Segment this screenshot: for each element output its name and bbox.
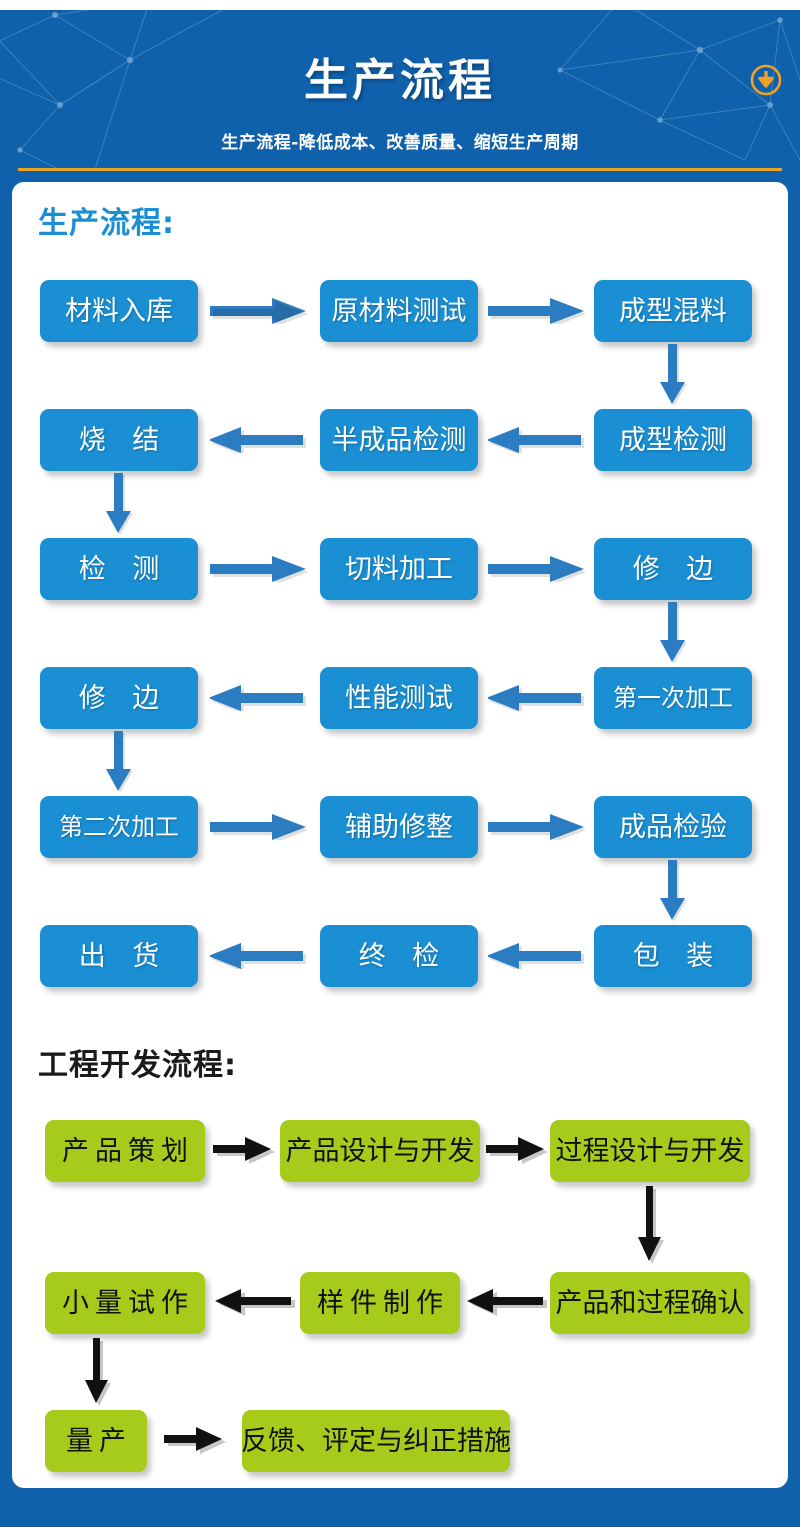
flow-node-material-inbound[interactable]: 材料入库 <box>40 280 198 342</box>
arrow-left-r4c2 <box>488 685 586 711</box>
flow-node-raw-material-test[interactable]: 原材料测试 <box>320 280 478 342</box>
arrow-down-col3-r3 <box>657 602 689 665</box>
network-pattern-decoration <box>0 10 800 170</box>
arrow-right-eng-r1c1 <box>213 1137 275 1165</box>
flow-node-trimming-2[interactable]: 修 边 <box>40 667 198 729</box>
flow-node-forming-insp[interactable]: 成型检测 <box>594 409 752 471</box>
arrow-left-eng-r2c2 <box>467 1289 547 1317</box>
arrow-down-col3-r5 <box>657 860 689 923</box>
arrow-down-col3-r1 <box>657 344 689 407</box>
arrow-right-r5c2 <box>488 814 586 840</box>
header-divider-rule <box>18 168 782 171</box>
page-title: 生产流程 <box>304 55 496 106</box>
arrow-down-eng-col3 <box>635 1186 667 1266</box>
eng-node-process-design-dev[interactable]: 过程设计与开发 <box>550 1120 750 1182</box>
arrow-right-r1c2 <box>488 298 586 324</box>
download-circle-icon[interactable] <box>748 62 784 98</box>
arrow-left-eng-r2c1 <box>215 1289 295 1317</box>
flow-node-trimming-1[interactable]: 修 边 <box>594 538 752 600</box>
page-header: 生产流程 生产流程-降低成本、改善质量、缩短生产周期 <box>0 10 800 170</box>
arrow-right-eng-r1c2 <box>486 1137 548 1165</box>
arrow-down-eng-col1 <box>82 1338 114 1408</box>
flow-node-first-machining[interactable]: 第一次加工 <box>594 667 752 729</box>
flow-node-shipment[interactable]: 出 货 <box>40 925 198 987</box>
arrow-right-eng-r3c1 <box>164 1427 226 1455</box>
arrow-down-col1-r4 <box>103 731 135 794</box>
content-card: 生产流程: 材料入库 原材料测试 成型混料 烧 结 半成品检测 成型检测 检 测… <box>12 182 788 1488</box>
flow-node-packaging[interactable]: 包 装 <box>594 925 752 987</box>
flow-node-second-machining[interactable]: 第二次加工 <box>40 796 198 858</box>
flow-node-final-check[interactable]: 终 检 <box>320 925 478 987</box>
page-subtitle: 生产流程-降低成本、改善质量、缩短生产周期 <box>221 133 579 153</box>
eng-node-sample-making[interactable]: 样件制作 <box>300 1272 460 1334</box>
flow-node-sintering[interactable]: 烧 结 <box>40 409 198 471</box>
arrow-right-r3c1 <box>210 556 308 582</box>
flow-node-cutting-process[interactable]: 切料加工 <box>320 538 478 600</box>
arrow-down-col1-r2 <box>103 473 135 536</box>
arrow-left-r4c1 <box>210 685 308 711</box>
eng-node-product-planning[interactable]: 产品策划 <box>45 1120 205 1182</box>
arrow-right-r5c1 <box>210 814 308 840</box>
flow-node-auxiliary-finish[interactable]: 辅助修整 <box>320 796 478 858</box>
flow-node-inspection[interactable]: 检 测 <box>40 538 198 600</box>
arrow-left-r2c1 <box>210 427 308 453</box>
eng-node-small-batch-trial[interactable]: 小量试作 <box>45 1272 205 1334</box>
arrow-right-r3c2 <box>488 556 586 582</box>
flow-node-final-product-insp[interactable]: 成品检验 <box>594 796 752 858</box>
top-white-sliver <box>0 0 800 10</box>
engineering-flow-heading: 工程开发流程: <box>38 1048 237 1083</box>
arrow-left-r6c2 <box>488 943 586 969</box>
flow-node-forming-mix[interactable]: 成型混料 <box>594 280 752 342</box>
arrow-left-r2c2 <box>488 427 586 453</box>
arrow-right-r1c1 <box>210 298 308 324</box>
eng-node-feedback-corrective[interactable]: 反馈、评定与纠正措施 <box>241 1410 511 1472</box>
flow-node-semifinished-insp[interactable]: 半成品检测 <box>320 409 478 471</box>
eng-node-product-design-dev[interactable]: 产品设计与开发 <box>280 1120 480 1182</box>
arrow-left-r6c1 <box>210 943 308 969</box>
production-flow-heading: 生产流程: <box>38 206 175 241</box>
flow-node-performance-test[interactable]: 性能测试 <box>320 667 478 729</box>
eng-node-product-process-ppap[interactable]: 产品和过程确认 <box>550 1272 750 1334</box>
eng-node-mass-production[interactable]: 量产 <box>45 1410 147 1472</box>
